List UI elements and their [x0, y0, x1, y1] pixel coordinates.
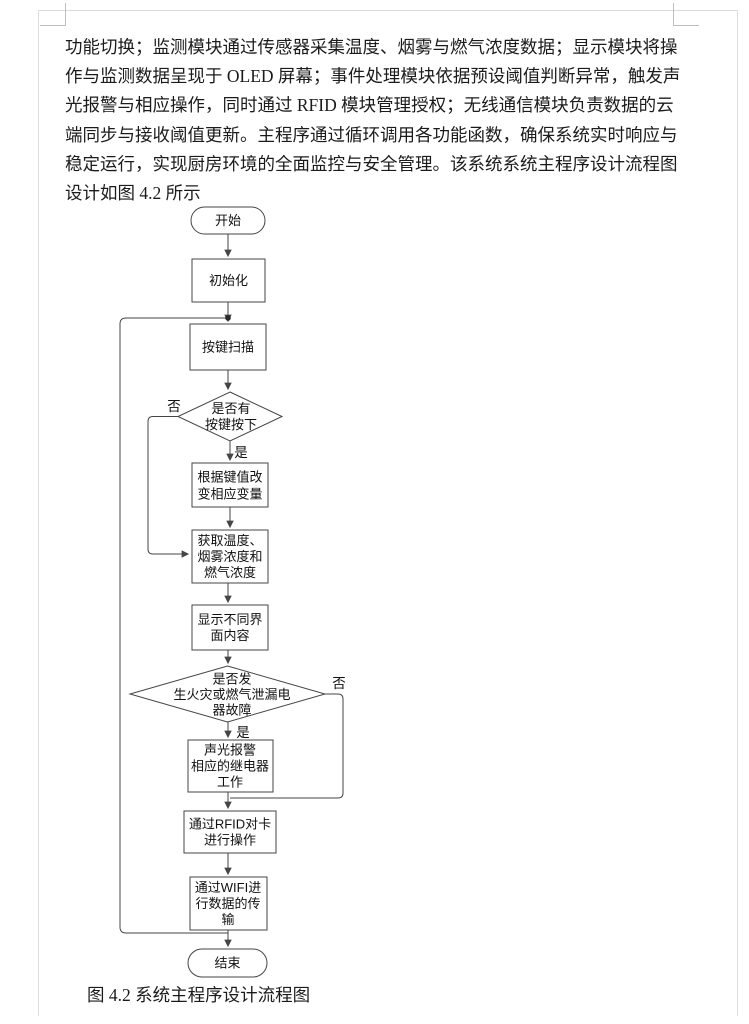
wifi-line: 通过WIFI进 [195, 880, 261, 895]
paragraph-line: 设计如图 4.2 所示 [65, 182, 201, 203]
body-paragraph: 功能切换；监测模块通过传感器采集温度、烟雾与燃气浓度数据；显示模块将操 作与监测… [65, 33, 681, 208]
decision1-no-label: 否 [167, 399, 181, 414]
margin-mark-top-left [40, 3, 66, 26]
paragraph-line: 功能切换；监测模块通过传感器采集温度、烟雾与燃气浓度数据；显示模块将操 [65, 37, 678, 57]
init-box [191, 258, 266, 303]
page-edge-top [38, 10, 737, 11]
rfid-box [183, 810, 277, 854]
display-box [191, 604, 269, 651]
end-terminator [187, 948, 268, 978]
junction-dot [225, 315, 231, 321]
end-label: 结束 [214, 956, 240, 971]
acquire-data-line: 烟雾浓度和 [197, 549, 262, 564]
acquire-data-box [191, 529, 269, 584]
key-decision-line: 按键按下 [205, 417, 257, 432]
page-edge-right [737, 10, 738, 1016]
start-terminator [190, 206, 266, 235]
decision2-no-label: 否 [332, 676, 346, 691]
paragraph-line: 稳定运行，实现厨房环境的全面监控与安全管理。该系统系统主程序设计流程图 [65, 153, 678, 174]
acquire-data-line: 获取温度、 [197, 533, 262, 548]
edge-decision1-no [147, 416, 190, 558]
decision1-yes-label: 是 [234, 445, 248, 460]
key-decision-line: 是否有 [211, 401, 250, 416]
figure-caption: 图 4.2 系统主程序设计流程图 [87, 985, 311, 1005]
paragraph-line: 光报警与相应操作，同时通过 RFID 模块管理授权；无线通信模块负责数据的云 [65, 95, 674, 116]
alarm-decision-line: 生火灾或燃气泄漏电 [173, 687, 290, 702]
alarm-relay-line: 声光报警 [204, 743, 256, 758]
alarm-decision-line: 器故障 [212, 703, 251, 718]
wifi-line: 输 [221, 912, 234, 927]
alarm-relay-line: 相应的继电器 [191, 759, 269, 774]
edge-decision2-no [230, 693, 344, 799]
start-label: 开始 [215, 213, 241, 228]
alarm-relay-box [187, 739, 274, 793]
rfid-line: 通过RFID对卡 [189, 817, 271, 832]
change-variable-line: 变相应变量 [197, 487, 262, 502]
page-edge-left [38, 10, 39, 1016]
acquire-data-line: 燃气浓度 [204, 565, 256, 580]
paragraph-line: 作与监测数据呈现于 OLED 屏幕；事件处理模块依据预设阈值判断异常，触发声 [65, 66, 681, 87]
alarm-decision [128, 665, 327, 723]
wifi-line: 行数据的传 [195, 896, 260, 911]
key-pressed-decision [176, 391, 284, 442]
wifi-box [189, 876, 268, 931]
init-label: 初始化 [209, 273, 248, 288]
key-scan-label: 按键扫描 [202, 340, 254, 355]
rfid-line: 进行操作 [204, 833, 256, 848]
change-variable-line: 根据键值改 [197, 470, 262, 485]
paragraph-line: 端同步与接收阈值更新。主程序通过循环调用各功能函数，确保系统实时响应与 [65, 124, 678, 145]
margin-mark-top-right [673, 3, 699, 26]
decision2-yes-label: 是 [236, 725, 250, 740]
edge-loop-back [119, 317, 228, 934]
alarm-decision-line: 是否发 [212, 672, 251, 687]
key-scan-box [189, 323, 267, 371]
display-line: 面内容 [210, 628, 249, 643]
change-variable-box [191, 462, 269, 508]
alarm-relay-line: 工作 [217, 775, 243, 790]
display-line: 显示不同界 [197, 612, 262, 627]
